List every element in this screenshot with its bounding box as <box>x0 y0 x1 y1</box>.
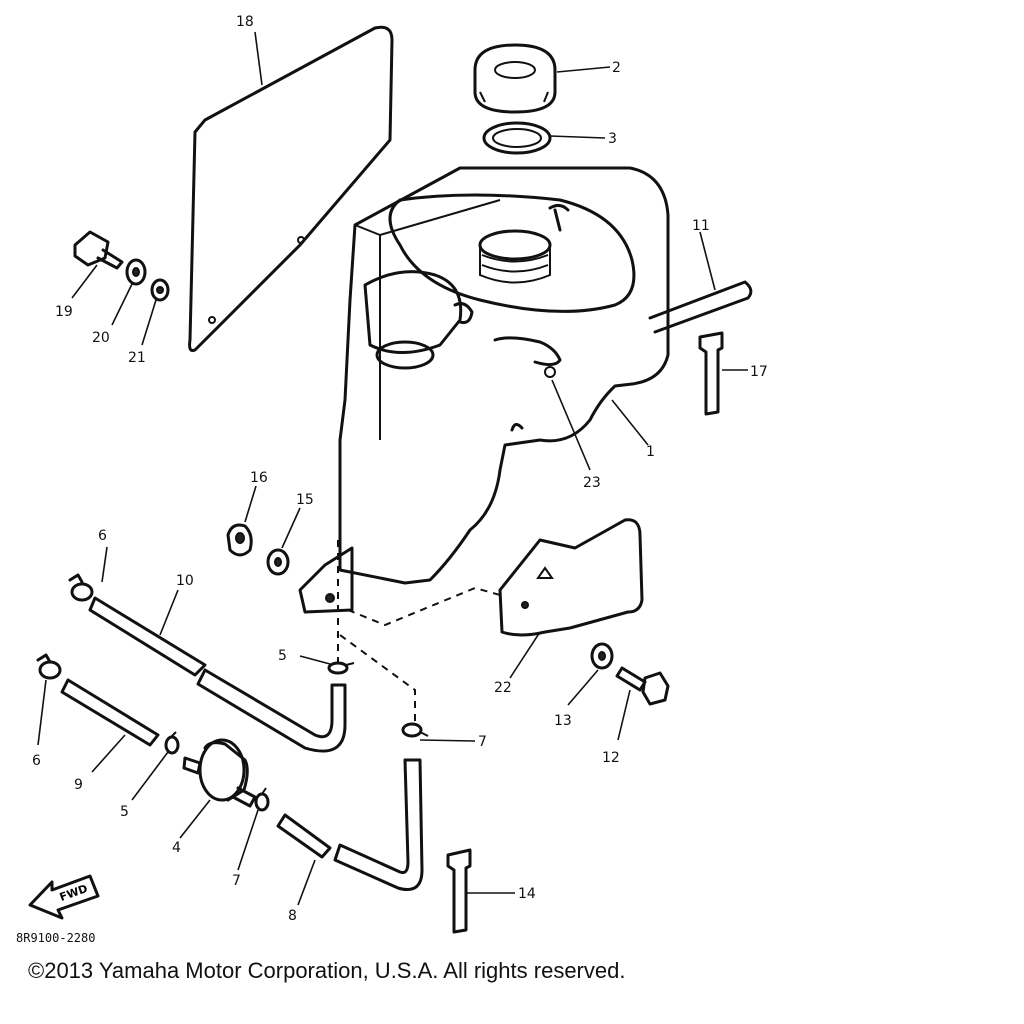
part-6-clamp-lower <box>36 653 62 680</box>
callout-20: 20 <box>92 330 110 346</box>
callout-23: 23 <box>583 475 601 491</box>
callout-7-lower: 7 <box>232 873 241 889</box>
part-9-hose <box>60 678 160 747</box>
fwd-arrow-icon: FWD <box>28 874 100 920</box>
part-22-bracket <box>498 518 644 637</box>
part-10-hose <box>88 596 347 753</box>
callout-5-upper: 5 <box>278 648 287 664</box>
part-7-clip-upper <box>401 722 429 738</box>
callout-7-upper: 7 <box>478 734 487 750</box>
callout-1: 1 <box>646 444 655 460</box>
callout-numbers: 18 2 3 11 17 1 23 19 20 21 16 15 6 10 5 … <box>32 14 768 924</box>
callout-18: 18 <box>236 14 254 30</box>
part-21-washer <box>150 278 170 302</box>
part-19-bolt <box>73 230 124 270</box>
part-16-grommet <box>226 523 253 557</box>
part-17-clip-tie <box>698 331 724 416</box>
leader-lines <box>37 31 748 906</box>
callout-12: 12 <box>602 750 620 766</box>
callout-6-lower: 6 <box>32 753 41 769</box>
callout-2: 2 <box>612 60 621 76</box>
assembly-lines <box>337 540 501 725</box>
callout-9: 9 <box>74 777 83 793</box>
part-5-clip-lower <box>164 731 180 755</box>
part-1-oil-tank <box>298 166 670 614</box>
part-4-oil-filter <box>182 738 257 808</box>
callout-10: 10 <box>176 573 194 589</box>
diagram-code: 8R9100-2280 <box>16 931 95 945</box>
part-14-clip-tie <box>446 848 472 934</box>
part-2-filler-cap <box>473 43 557 114</box>
part-20-damper <box>125 258 147 286</box>
callout-11: 11 <box>692 218 710 234</box>
part-8-hose <box>276 758 424 891</box>
copyright-notice: ©2013 Yamaha Motor Corporation, U.S.A. A… <box>28 958 626 983</box>
callout-17: 17 <box>750 364 768 380</box>
callout-5-lower: 5 <box>120 804 129 820</box>
callout-6-upper: 6 <box>98 528 107 544</box>
callout-16: 16 <box>250 470 268 486</box>
callout-19: 19 <box>55 304 73 320</box>
callout-3: 3 <box>608 131 617 147</box>
part-5-clip-upper <box>327 661 355 675</box>
part-6-clamp-upper <box>68 573 94 602</box>
callout-21: 21 <box>128 350 146 366</box>
part-18-side-panel <box>188 25 394 352</box>
callout-14: 14 <box>518 886 536 902</box>
callout-4: 4 <box>172 840 181 856</box>
callout-13: 13 <box>554 713 572 729</box>
callout-8: 8 <box>288 908 297 924</box>
part-12-bolt <box>615 666 670 706</box>
part-7-clip-lower <box>254 787 270 812</box>
part-15-washer <box>266 548 290 576</box>
callout-22: 22 <box>494 680 512 696</box>
part-3-gasket <box>482 121 552 155</box>
part-11-breather-hose <box>648 280 753 334</box>
part-13-washer <box>590 642 614 670</box>
callout-15: 15 <box>296 492 314 508</box>
